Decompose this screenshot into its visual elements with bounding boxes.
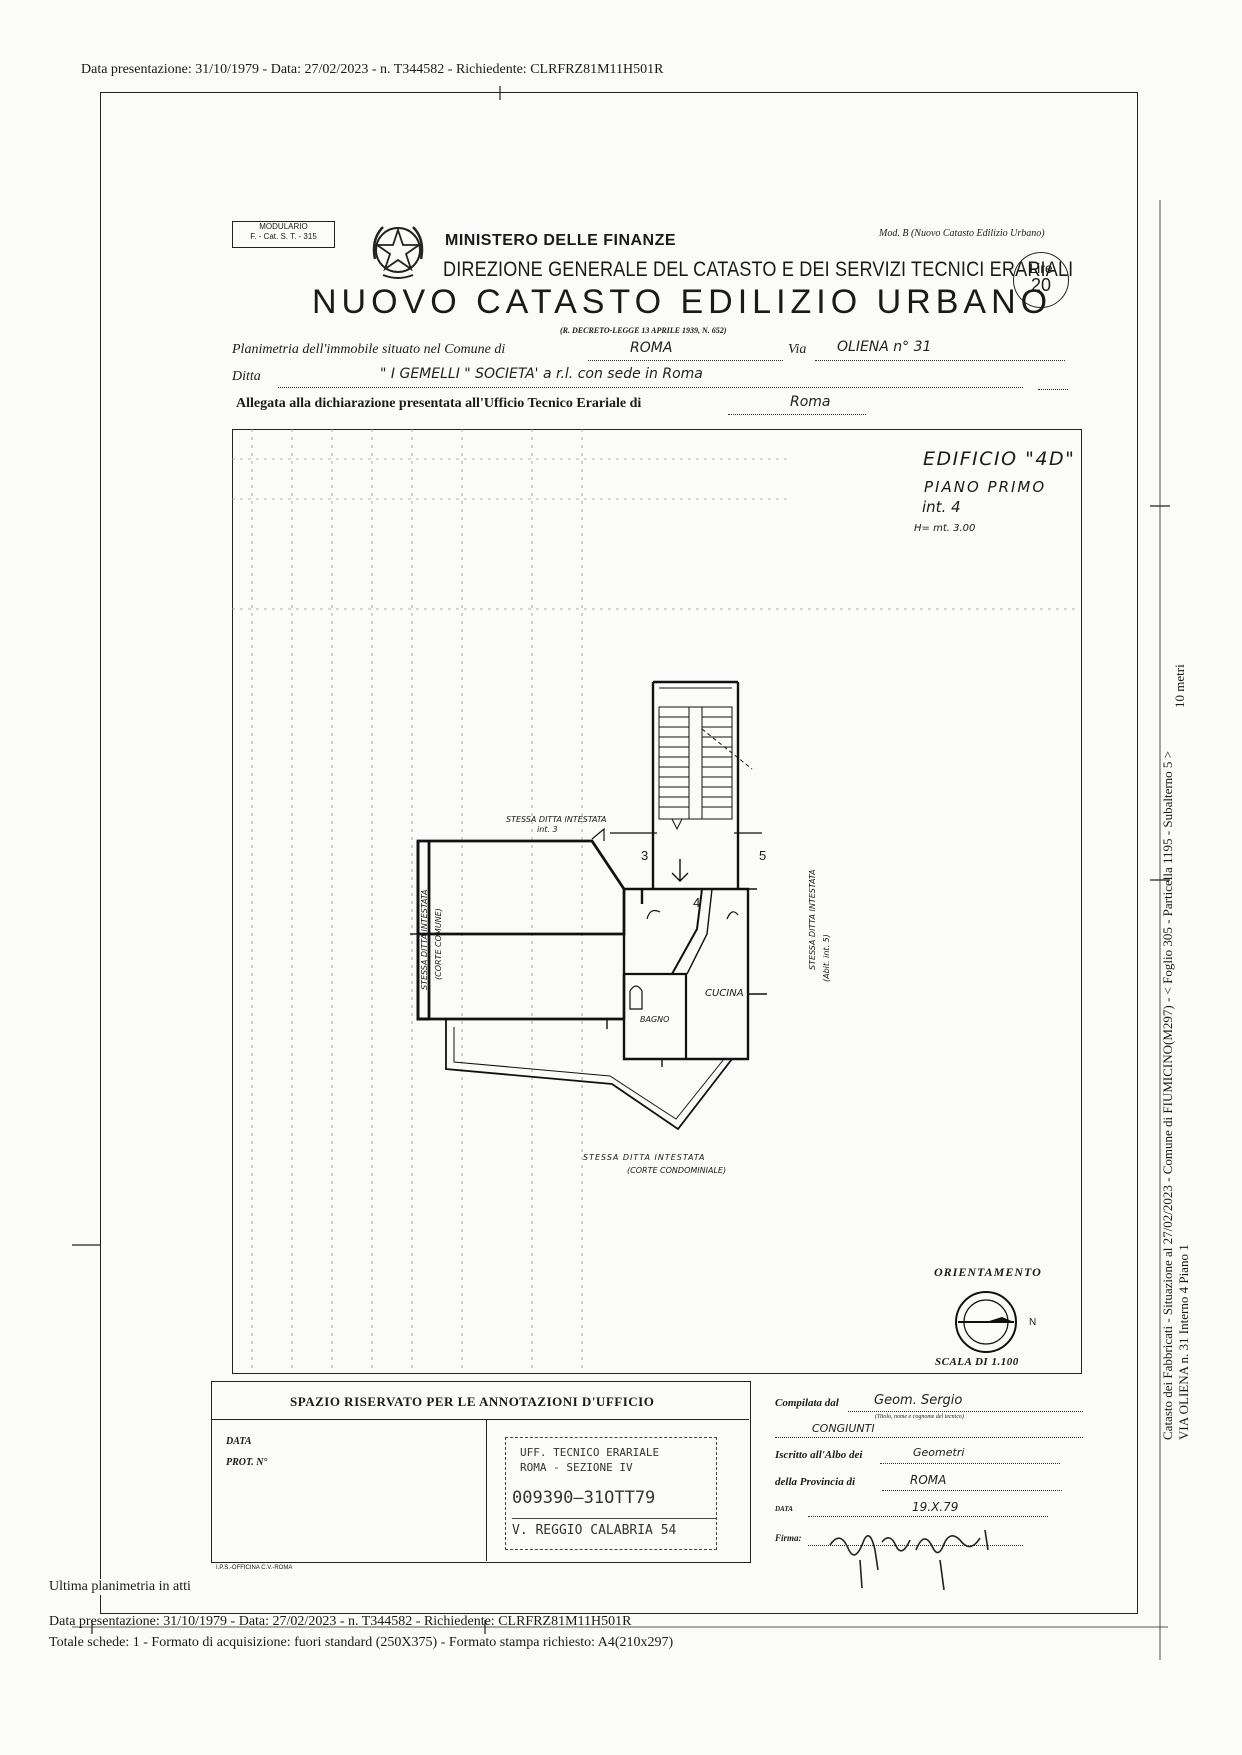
footer-ultima: Ultima planimetria in atti <box>49 1579 191 1595</box>
republic-emblem-icon <box>372 226 424 279</box>
modulario-line2: F. - Cat. S. T. - 315 <box>250 232 317 241</box>
footer-line1: Data presentazione: 31/10/1979 - Data: 2… <box>49 1614 632 1629</box>
floor-plan-grid <box>232 429 1080 1372</box>
office-annotations-frame <box>211 1381 751 1563</box>
label-bottom-corte: (CORTE CONDOMINIALE) <box>627 1166 727 1175</box>
form-title: NUOVO CATASTO EDILIZIO URBANO <box>312 283 1053 321</box>
unit-number-4: 4 <box>693 895 701 910</box>
footer-line2: Totale schede: 1 - Formato di acquisizio… <box>49 1635 674 1650</box>
office-data-label: DATA <box>226 1436 252 1447</box>
office-stamp: UFF. TECNICO ERARIALE ROMA - SEZIONE IV … <box>505 1437 717 1550</box>
side-scale: 10 metri <box>1172 664 1187 708</box>
direzione-label: DIREZIONE GENERALE DEL CATASTO E DEI SER… <box>443 258 1074 281</box>
allegata-line <box>728 414 866 415</box>
stamp-line1: UFF. TECNICO ERARIALE <box>520 1446 660 1459</box>
lire-label: Lire <box>1029 260 1053 276</box>
label-right-neighbor: STESSA DITTA INTESTATA <box>808 869 817 970</box>
interno-label: int. 4 <box>922 498 961 516</box>
altezza-label: H= mt. 3.00 <box>914 523 976 534</box>
via-label: Via <box>788 342 807 357</box>
piano-label: PIANO PRIMO <box>924 478 1047 496</box>
scala-label: SCALA DI 1.100 <box>935 1356 1019 1368</box>
office-prot-label: PROT. N° <box>226 1457 268 1468</box>
room-cucina: CUCINA <box>705 988 744 999</box>
ditta-line <box>278 387 1023 388</box>
stamp-number: 009390—31OTT79 <box>512 1488 656 1508</box>
orientamento-label: ORIENTAMENTO <box>934 1265 1042 1279</box>
ministero-label: MINISTERO DELLE FINANZE <box>445 232 677 249</box>
office-divider <box>211 1419 749 1420</box>
via-value: OLIENA n° 31 <box>837 339 932 355</box>
provincia-label: della Provincia di <box>775 1476 856 1488</box>
lire-value: 20 <box>1030 275 1052 295</box>
compilata-label: Compilata dal <box>775 1397 839 1409</box>
label-top-neighbor: STESSA DITTA INTESTATA <box>506 815 607 824</box>
ditta-line-end <box>1038 389 1068 390</box>
signature-icon <box>829 1529 989 1590</box>
provincia-line <box>882 1490 1062 1491</box>
modulario-line1: MODULARIO <box>259 222 308 231</box>
titolo-note: (Titolo, nome e cognome del tecnico) <box>875 1414 964 1420</box>
label-left-corte: (CORTE COMUNE) <box>434 908 443 980</box>
side-text-line1: Catasto dei Fabbricati - Situazione al 2… <box>1160 751 1175 1440</box>
top-header: Data presentazione: 31/10/1979 - Data: 2… <box>81 62 664 77</box>
neighbor-number-3: 3 <box>641 848 649 863</box>
side-text-line2: VIA OLIENA n. 31 Interno 4 Piano 1 <box>1176 1244 1191 1440</box>
edificio-label: EDIFICIO "4D" <box>923 448 1076 470</box>
ditta-value: " I GEMELLI " SOCIETA' a r.l. con sede i… <box>380 366 703 382</box>
label-right-int5: (Abit. int. 5) <box>822 934 831 982</box>
firma-label: Firma: <box>775 1533 802 1543</box>
compilata-line <box>848 1411 1083 1412</box>
office-vertical-divider <box>486 1419 487 1561</box>
label-top-int: int. 3 <box>537 825 558 834</box>
provincia-value: ROMA <box>910 1473 947 1487</box>
lire-badge: Lire 20 <box>1013 252 1069 308</box>
north-label: N <box>1029 1317 1037 1328</box>
planimetria-label: Planimetria dell'immobile situato nel Co… <box>232 342 506 357</box>
data-label2: DATA <box>775 1505 793 1513</box>
comune-value: ROMA <box>630 340 673 356</box>
room-bagno: BAGNO <box>640 1015 670 1024</box>
neighbor-number-5: 5 <box>759 848 767 863</box>
iscritto-line <box>880 1463 1060 1464</box>
via-line <box>815 360 1065 361</box>
form-border <box>100 92 1138 1614</box>
data-value: 19.X.79 <box>912 1500 959 1514</box>
stamp-line3: V. REGGIO CALABRIA 54 <box>512 1518 716 1538</box>
modulario-box: MODULARIO F. - Cat. S. T. - 315 <box>232 221 335 248</box>
mod-b-label: Mod. B (Nuovo Catasto Edilizio Urbano) <box>879 228 1045 239</box>
data-line <box>808 1516 1048 1517</box>
label-left-neighbor: STESSA DITTA INTESTATA <box>420 889 429 990</box>
stamp-line2: ROMA - SEZIONE IV <box>520 1461 633 1474</box>
iscritto-value: Geometri <box>913 1446 965 1459</box>
label-bottom-neighbor: STESSA DITTA INTESTATA <box>583 1153 706 1162</box>
side-text: Catasto dei Fabbricati - Situazione al 2… <box>1160 751 1192 1440</box>
decreto-label: (R. DECRETO-LEGGE 13 APRILE 1939, N. 652… <box>560 326 727 335</box>
floor-plan-frame <box>232 429 1082 1374</box>
compilata-value2: CONGIUNTI <box>812 1422 875 1435</box>
floor-plan-drawing <box>410 680 767 1131</box>
firma-line <box>808 1545 1023 1546</box>
compilata-line2 <box>775 1437 1083 1438</box>
ditta-label: Ditta <box>232 369 261 384</box>
compass-icon <box>955 1291 1017 1353</box>
spazio-label: SPAZIO RISERVATO PER LE ANNOTAZIONI D'UF… <box>290 1394 655 1409</box>
printer-label: I.P.S.-OFFICINA C.V.-ROMA <box>216 1565 293 1571</box>
allegata-value: Roma <box>790 394 831 410</box>
iscritto-label: Iscritto all'Albo dei <box>775 1449 863 1461</box>
compilata-value: Geom. Sergio <box>874 1393 963 1408</box>
allegata-label: Allegata alla dichiarazione presentata a… <box>236 396 642 411</box>
comune-line <box>588 360 783 361</box>
